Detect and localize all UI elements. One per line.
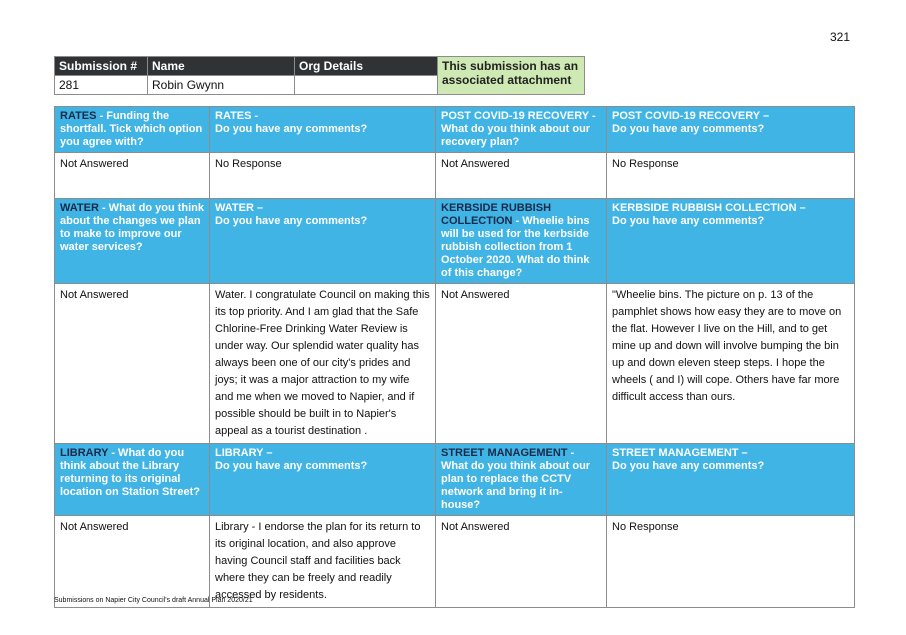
question-row: LIBRARY - What do you think about the Li… (54, 443, 855, 516)
question-cell: WATER – Do you have any comments? (209, 198, 436, 284)
question-cell: WATER - What do you think about the chan… (54, 198, 210, 284)
submission-value-row: 281 Robin Gwynn (54, 75, 585, 95)
answer-cell: Not Answered (54, 283, 210, 444)
question-text: - What do you think about the Library re… (60, 447, 200, 498)
question-text: KERBSIDE RUBBISH COLLECTION – Do you hav… (612, 202, 806, 227)
answer-cell: Water. I congratulate Council on making … (209, 283, 436, 444)
question-text: POST COVID-19 RECOVERY – Do you have any… (612, 110, 770, 135)
header-org-details: Org Details (294, 56, 438, 76)
question-text: - Wheelie bins will be used for the kerb… (441, 215, 590, 279)
questions-table: RATES - Funding the shortfall. Tick whic… (54, 106, 855, 608)
answer-cell: No Response (606, 152, 855, 199)
answer-cell: No Response (606, 515, 855, 608)
question-cell: KERBSIDE RUBBISH COLLECTION - Wheelie bi… (435, 198, 607, 284)
answer-row: Not Answered Library - I endorse the pla… (54, 515, 855, 608)
page-number: 321 (829, 30, 850, 44)
question-cell: RATES - Funding the shortfall. Tick whic… (54, 106, 210, 153)
submission-info-table: Submission # Name Org Details This submi… (54, 56, 585, 95)
question-text: - What do you think about our plan to re… (441, 447, 591, 511)
header-submission-number: Submission # (54, 56, 148, 76)
question-text: WATER – Do you have any comments? (215, 202, 368, 227)
page-footer: Submissions on Napier City Council's dra… (54, 597, 253, 604)
question-row: RATES - Funding the shortfall. Tick whic… (54, 106, 855, 153)
question-text: - What do you think about the changes we… (60, 202, 205, 253)
submission-number: 281 (54, 75, 148, 95)
question-topic: LIBRARY (60, 447, 109, 459)
question-text: - Funding the shortfall. Tick which opti… (60, 110, 203, 148)
org-details (294, 75, 438, 95)
question-row: WATER - What do you think about the chan… (54, 198, 855, 284)
answer-row: Not Answered No Response Not Answered No… (54, 152, 855, 199)
answer-cell: No Response (209, 152, 436, 199)
answer-cell: Not Answered (435, 515, 607, 608)
submitter-name: Robin Gwynn (147, 75, 295, 95)
question-topic: RATES (60, 110, 97, 122)
question-cell: KERBSIDE RUBBISH COLLECTION – Do you hav… (606, 198, 855, 284)
answer-cell: Not Answered (54, 515, 210, 608)
question-topic: STREET MANAGEMENT (441, 447, 568, 459)
submission-header-row: Submission # Name Org Details This submi… (54, 56, 585, 95)
question-text: STREET MANAGEMENT – Do you have any comm… (612, 447, 765, 472)
attachment-note: This submission has an associated attach… (437, 56, 585, 95)
question-topic: KERBSIDE RUBBISH COLLECTION (441, 202, 552, 227)
answer-cell: Not Answered (435, 283, 607, 444)
question-cell: RATES - Do you have any comments? (209, 106, 436, 153)
question-text: RATES - Do you have any comments? (215, 110, 368, 135)
answer-cell: Library - I endorse the plan for its ret… (209, 515, 436, 608)
answer-cell: Not Answered (435, 152, 607, 199)
answer-cell: "Wheelie bins. The picture on p. 13 of t… (606, 283, 855, 444)
question-cell: POST COVID-19 RECOVERY - What do you thi… (435, 106, 607, 153)
answer-cell: Not Answered (54, 152, 210, 199)
question-cell: LIBRARY – Do you have any comments? (209, 443, 436, 516)
header-name: Name (147, 56, 295, 76)
question-text: LIBRARY – Do you have any comments? (215, 447, 368, 472)
question-text: POST COVID-19 RECOVERY - What do you thi… (441, 110, 596, 148)
question-cell: LIBRARY - What do you think about the Li… (54, 443, 210, 516)
question-cell: POST COVID-19 RECOVERY – Do you have any… (606, 106, 855, 153)
question-cell: STREET MANAGEMENT – Do you have any comm… (606, 443, 855, 516)
question-topic: WATER (60, 202, 99, 214)
question-cell: STREET MANAGEMENT - What do you think ab… (435, 443, 607, 516)
answer-row: Not Answered Water. I congratulate Counc… (54, 283, 855, 444)
